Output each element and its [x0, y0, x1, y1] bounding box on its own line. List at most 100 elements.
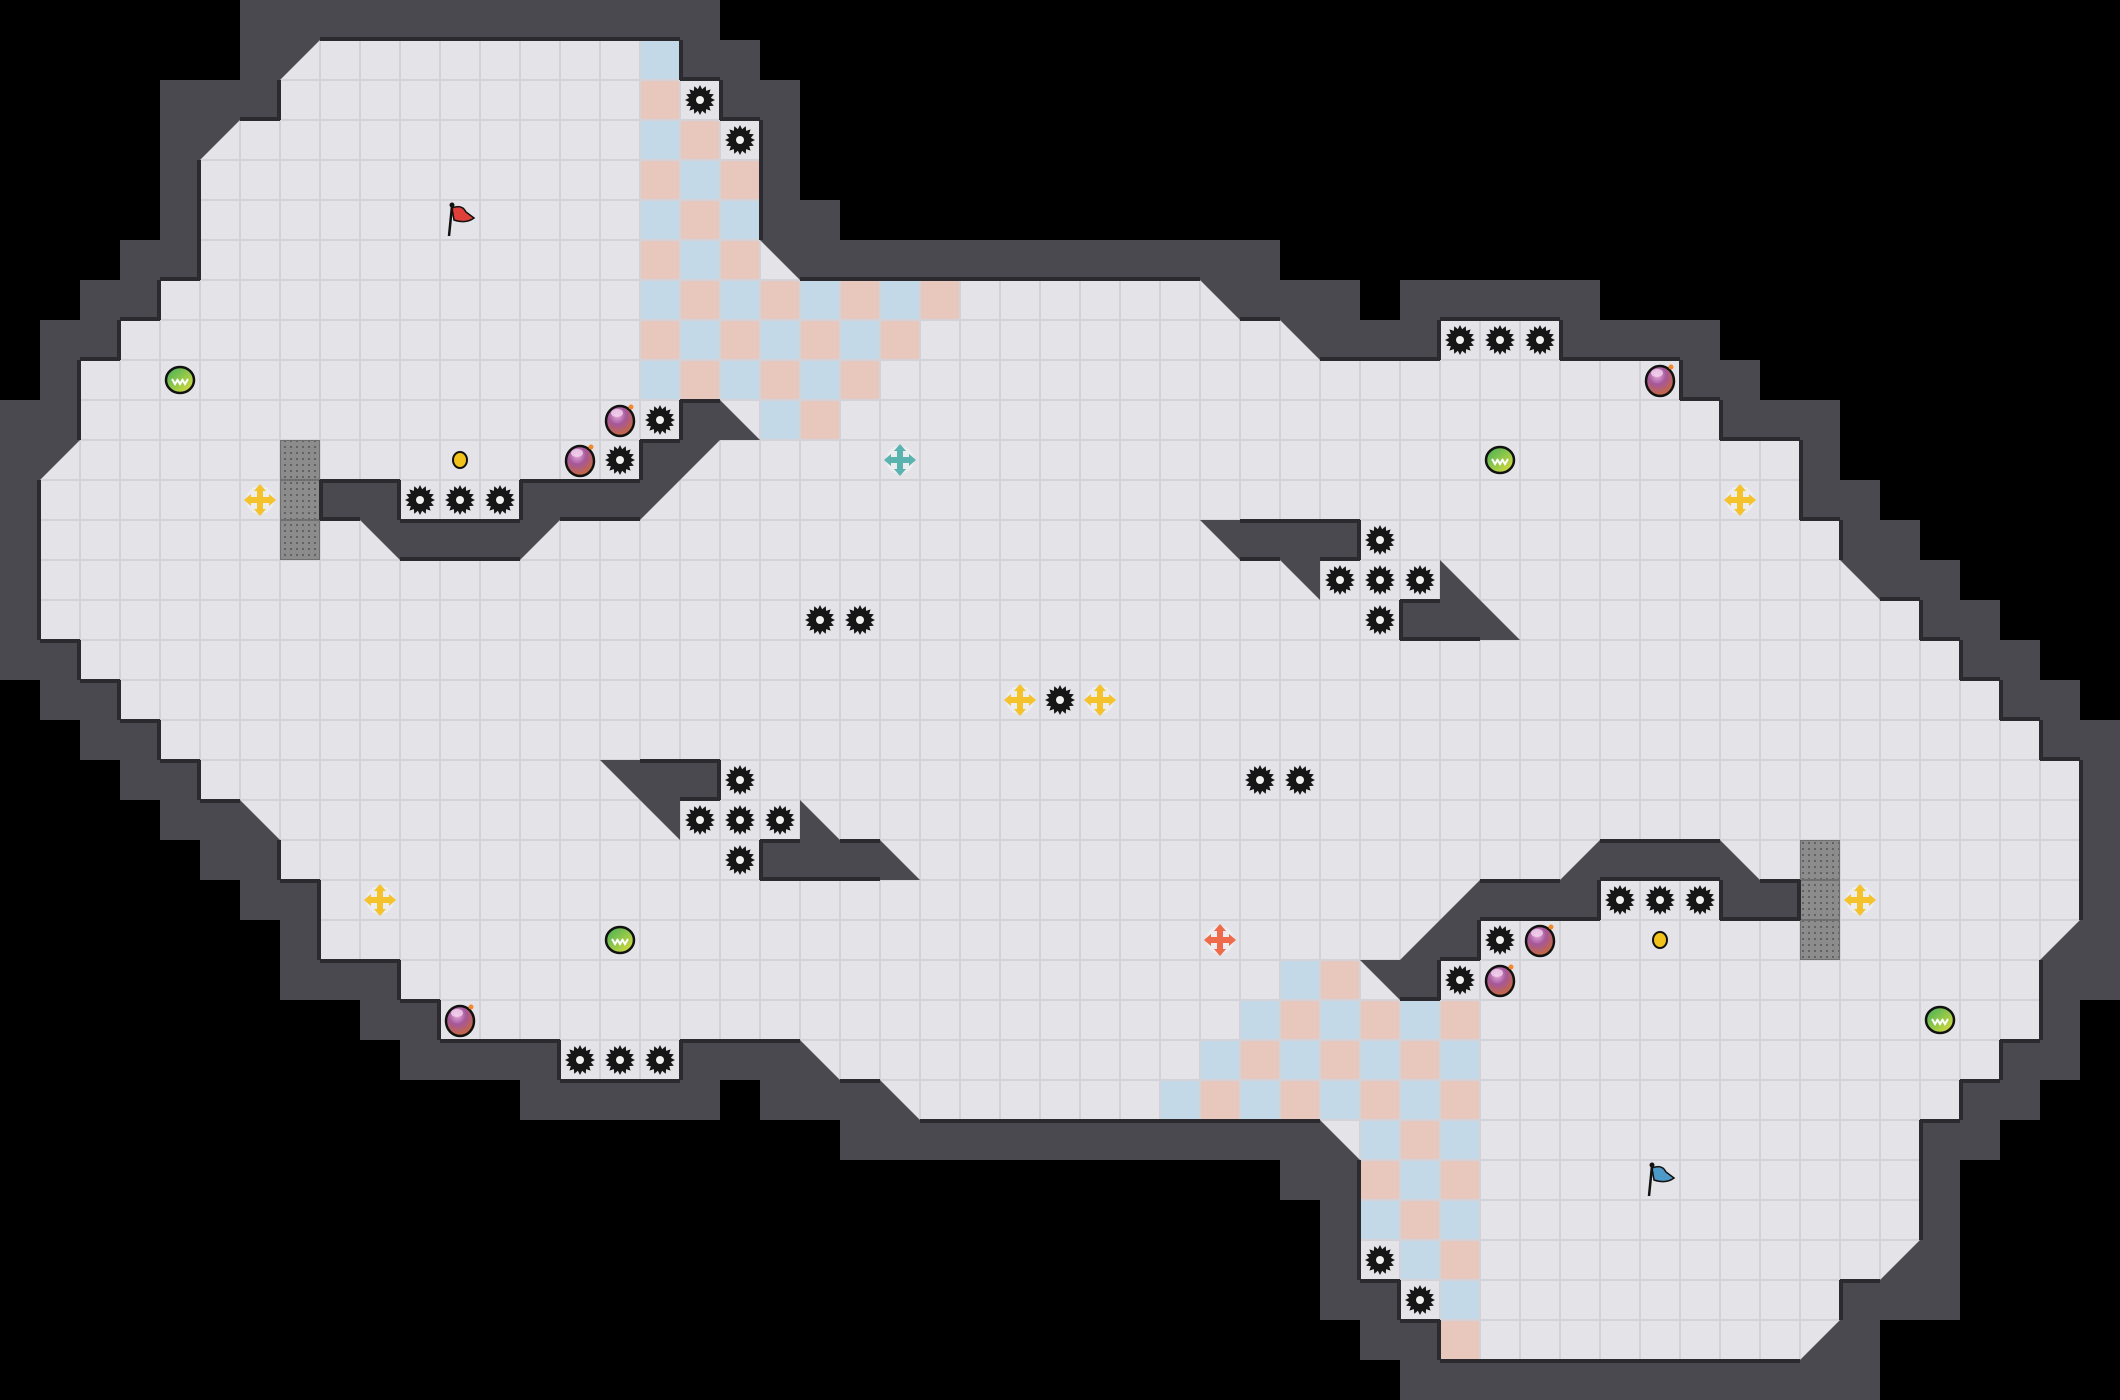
- floor-tile: [680, 1000, 720, 1040]
- floor-tile: [1640, 800, 1680, 840]
- diagonal-wall-tile: [1880, 1240, 1920, 1280]
- floor-tile: [1000, 400, 1040, 440]
- diagonal-wall-tile: [1200, 520, 1240, 560]
- floor-tile: [1600, 1080, 1640, 1120]
- floor-tile: [1600, 1000, 1640, 1040]
- floor-tile: [1720, 1040, 1760, 1080]
- floor-tile: [280, 320, 320, 360]
- floor-tile: [560, 880, 600, 920]
- floor-tile: [520, 560, 560, 600]
- diagonal-wall-tile: [1480, 600, 1520, 640]
- wall-tile: [240, 880, 280, 920]
- floor-tile: [720, 520, 760, 560]
- floor-tile: [800, 720, 840, 760]
- floor-tile: [960, 520, 1000, 560]
- floor-tile: [320, 240, 360, 280]
- wall-tile: [2000, 1040, 2040, 1080]
- wall-tile: [2080, 920, 2120, 960]
- floor-tile: [1800, 960, 1840, 1000]
- floor-tile: [1360, 400, 1400, 440]
- spike-icon: [1405, 1285, 1435, 1315]
- floor-tile: [1680, 1240, 1720, 1280]
- diagonal-wall-tile: [1400, 920, 1440, 960]
- wall-tile: [200, 800, 240, 840]
- floor-tile: [1960, 720, 2000, 760]
- floor-tile: [1320, 880, 1360, 920]
- floor-tile: [1800, 1200, 1840, 1240]
- floor-tile: [120, 640, 160, 680]
- floor-tile: [760, 600, 800, 640]
- wall-tile: [2040, 1000, 2080, 1040]
- floor-tile: [1520, 600, 1560, 640]
- wall-tile: [560, 1080, 600, 1120]
- floor-tile: [1240, 680, 1280, 720]
- floor-tile: [1880, 680, 1920, 720]
- floor-tile: [1160, 880, 1200, 920]
- floor-tile: [440, 360, 480, 400]
- floor-tile: [1040, 320, 1080, 360]
- floor-tile: [1960, 880, 2000, 920]
- floor-tile: [1680, 1200, 1720, 1240]
- floor-tile: [320, 320, 360, 360]
- floor-tile: [1760, 480, 1800, 520]
- powerup-dot-icon: [1652, 931, 1668, 949]
- floor-tile: [280, 360, 320, 400]
- floor-tile: [1120, 960, 1160, 1000]
- floor-tile: [2000, 880, 2040, 920]
- floor-tile: [240, 120, 280, 160]
- spike-icon: [765, 805, 795, 835]
- floor-tile: [360, 920, 400, 960]
- floor-tile: [320, 680, 360, 720]
- red-tint-tile: [1440, 1000, 1480, 1040]
- wall-tile: [1960, 1120, 2000, 1160]
- floor-tile: [1120, 560, 1160, 600]
- wall-tile: [680, 400, 720, 440]
- floor-tile: [1920, 760, 1960, 800]
- floor-tile: [1280, 840, 1320, 880]
- floor-tile: [1080, 400, 1120, 440]
- floor-tile: [320, 200, 360, 240]
- floor-tile: [1000, 880, 1040, 920]
- floor-tile: [1600, 640, 1640, 680]
- blue-tint-tile: [1400, 1160, 1440, 1200]
- floor-tile: [160, 480, 200, 520]
- floor-tile: [400, 40, 440, 80]
- wall-tile: [1440, 280, 1480, 320]
- floor-tile: [1640, 680, 1680, 720]
- floor-tile: [1720, 760, 1760, 800]
- floor-tile: [720, 720, 760, 760]
- floor-tile: [1040, 440, 1080, 480]
- wall-tile: [400, 1040, 440, 1080]
- floor-tile: [760, 960, 800, 1000]
- floor-tile: [1360, 800, 1400, 840]
- floor-tile: [1200, 440, 1240, 480]
- wall-tile: [1280, 280, 1320, 320]
- wall-tile: [760, 160, 800, 200]
- floor-tile: [1040, 280, 1080, 320]
- floor-tile: [840, 1040, 880, 1080]
- wall-tile: [1480, 880, 1520, 920]
- wall-tile: [280, 960, 320, 1000]
- wall-tile: [640, 0, 680, 40]
- floor-tile: [800, 880, 840, 920]
- floor-tile: [1000, 320, 1040, 360]
- floor-tile: [760, 520, 800, 560]
- floor-tile: [1560, 440, 1600, 480]
- floor-tile: [1320, 400, 1360, 440]
- floor-tile: [1600, 560, 1640, 600]
- floor-tile: [280, 800, 320, 840]
- floor-tile: [1600, 400, 1640, 440]
- floor-tile: [200, 160, 240, 200]
- floor-tile: [1120, 1040, 1160, 1080]
- floor-tile: [1160, 640, 1200, 680]
- spike-icon: [685, 805, 715, 835]
- floor-tile: [1720, 1160, 1760, 1200]
- floor-tile: [1800, 1000, 1840, 1040]
- floor-tile: [1560, 1160, 1600, 1200]
- floor-tile: [1800, 1160, 1840, 1200]
- floor-tile: [1040, 640, 1080, 680]
- wall-tile: [120, 280, 160, 320]
- floor-tile: [120, 520, 160, 560]
- floor-tile: [640, 720, 680, 760]
